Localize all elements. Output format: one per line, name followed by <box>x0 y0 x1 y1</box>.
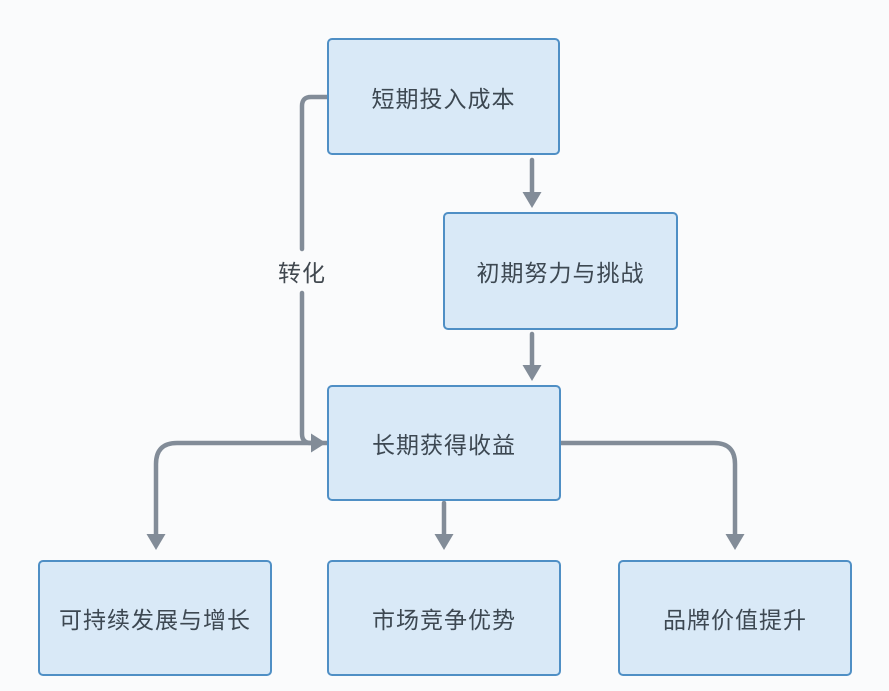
node-label: 长期获得收益 <box>372 432 516 458</box>
edge-line <box>558 440 738 538</box>
node-sustainable-development-growth: 可持续发展与增长 <box>38 560 272 676</box>
node-label: 可持续发展与增长 <box>59 607 251 633</box>
arrowhead-down-icon <box>146 534 166 550</box>
arrowhead-down-icon <box>725 534 745 550</box>
node-brand-value-enhancement: 品牌价值提升 <box>618 560 852 676</box>
node-label: 初期努力与挑战 <box>476 260 645 286</box>
node-market-competitive-advantage: 市场竞争优势 <box>327 560 561 676</box>
node-label: 品牌价值提升 <box>663 607 807 633</box>
edge-long-term-gain-to-market-advantage <box>434 500 454 550</box>
node-label: 短期投入成本 <box>371 85 516 112</box>
edge-long-term-gain-to-brand-value <box>558 440 745 550</box>
edge-initial-effort-to-long-term-gain <box>522 331 542 381</box>
edge-short-term-cost-to-initial-effort <box>522 157 542 208</box>
edge-line-lower <box>299 290 316 446</box>
arrowhead-down-icon <box>522 192 542 208</box>
edge-line-upper <box>299 94 330 252</box>
edge-line <box>153 440 330 538</box>
node-short-term-investment-cost: 短期投入成本 <box>327 38 560 155</box>
arrowhead-down-icon <box>434 534 454 550</box>
edge-long-term-gain-to-sustainable-growth <box>146 440 330 550</box>
edge-label-conversion: 转化 <box>275 253 329 289</box>
node-label: 市场竞争优势 <box>372 607 516 633</box>
node-initial-effort-and-challenge: 初期努力与挑战 <box>443 212 678 330</box>
arrowhead-down-icon <box>522 365 542 381</box>
node-long-term-gains: 长期获得收益 <box>327 385 561 501</box>
